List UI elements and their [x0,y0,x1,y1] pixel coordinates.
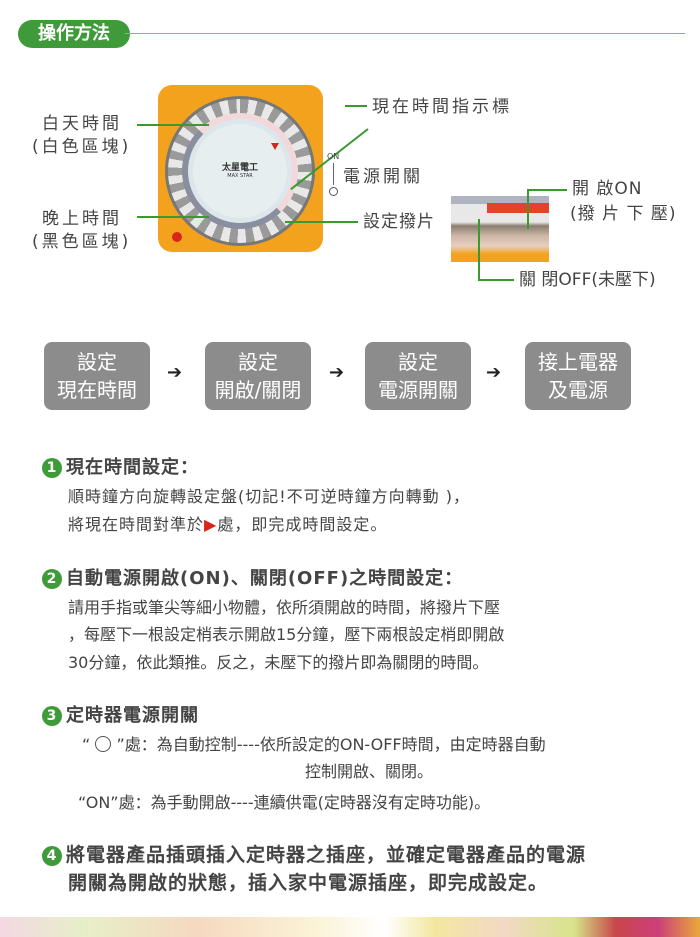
dial-center: 太星電工 MAX STAR [193,124,287,218]
decorative-footer-stripe [0,917,700,937]
section-3-line: “ON”處：為手動開啟----連續供電(定時器沒有定時功能)。 [78,793,491,812]
section-1-line: 將現在時間對準於▶處，即完成時間設定。 [68,515,388,534]
leader-line [137,124,209,126]
clock-icon [329,187,338,196]
step-set-on-off: 設定開啟/關閉 [205,342,311,410]
section-3-line: “ ”處：為自動控制----依所設定的ON-OFF時間，由定時器自動 [82,735,546,754]
off-label: 關 閉OFF(未壓下) [519,270,656,290]
leader-line [137,216,209,218]
leader-line [478,279,514,281]
header-divider [125,33,685,34]
section-2-line: 請用手指或筆尖等細小物體，依所須開啟的時間，將撥片下壓 [68,598,501,617]
section-3-line: 控制開啟、關閉。 [305,762,434,781]
power-switch-label: 電源開關 [343,167,423,187]
step-set-current-time: 設定現在時間 [44,342,150,410]
step-connect-appliance: 接上電器及電源 [525,342,631,410]
leader-line [527,189,529,229]
clock-icon [95,736,112,752]
arrow-right-icon: ➔ [167,362,183,383]
night-time-sub: (黑色區塊) [32,232,132,252]
tab-label: 設定撥片 [363,212,435,232]
section-2-line: ，每壓下一根設定梢表示開啟15分鐘，壓下兩根設定梢即開啟 [68,625,505,644]
night-time-label: 晚上時間 [42,209,122,229]
on-sub: (撥 片 下 壓) [570,204,677,224]
section-header: 操作方法 [18,20,130,48]
indicator-marker-icon [271,143,279,150]
section-2-line: 30分鐘，依此類推。反之，未壓下的撥片即為關閉的時間。 [68,653,489,672]
leader-line [345,105,367,107]
arrow-right-icon: ➔ [486,362,502,383]
power-led [172,232,182,242]
day-time-label: 白天時間 [42,114,122,134]
on-label: 開 啟ON [572,179,643,199]
day-time-sub: (白色區塊) [32,137,132,157]
indicator-marker-icon: ▶ [204,515,218,534]
section-1-line: 順時鐘方向旋轉設定盤(切記!不可逆時鐘方向轉動 )， [68,487,470,506]
tab-closeup-red [487,203,549,213]
switch-on-text: ON [327,152,340,161]
section-4-line: 開關為開啟的狀態，插入家中電源插座，即完成設定。 [68,872,549,894]
switch-line [333,163,334,185]
leader-line [285,221,358,223]
brand-logo-en: MAX STAR [227,173,253,179]
leader-line [478,219,480,280]
step-set-power-switch: 設定電源開關 [365,342,471,410]
brand-logo: 太星電工 [221,163,258,173]
indicator-label: 現在時間指示標 [372,97,512,117]
leader-line [527,189,567,191]
arrow-right-icon: ➔ [329,362,345,383]
